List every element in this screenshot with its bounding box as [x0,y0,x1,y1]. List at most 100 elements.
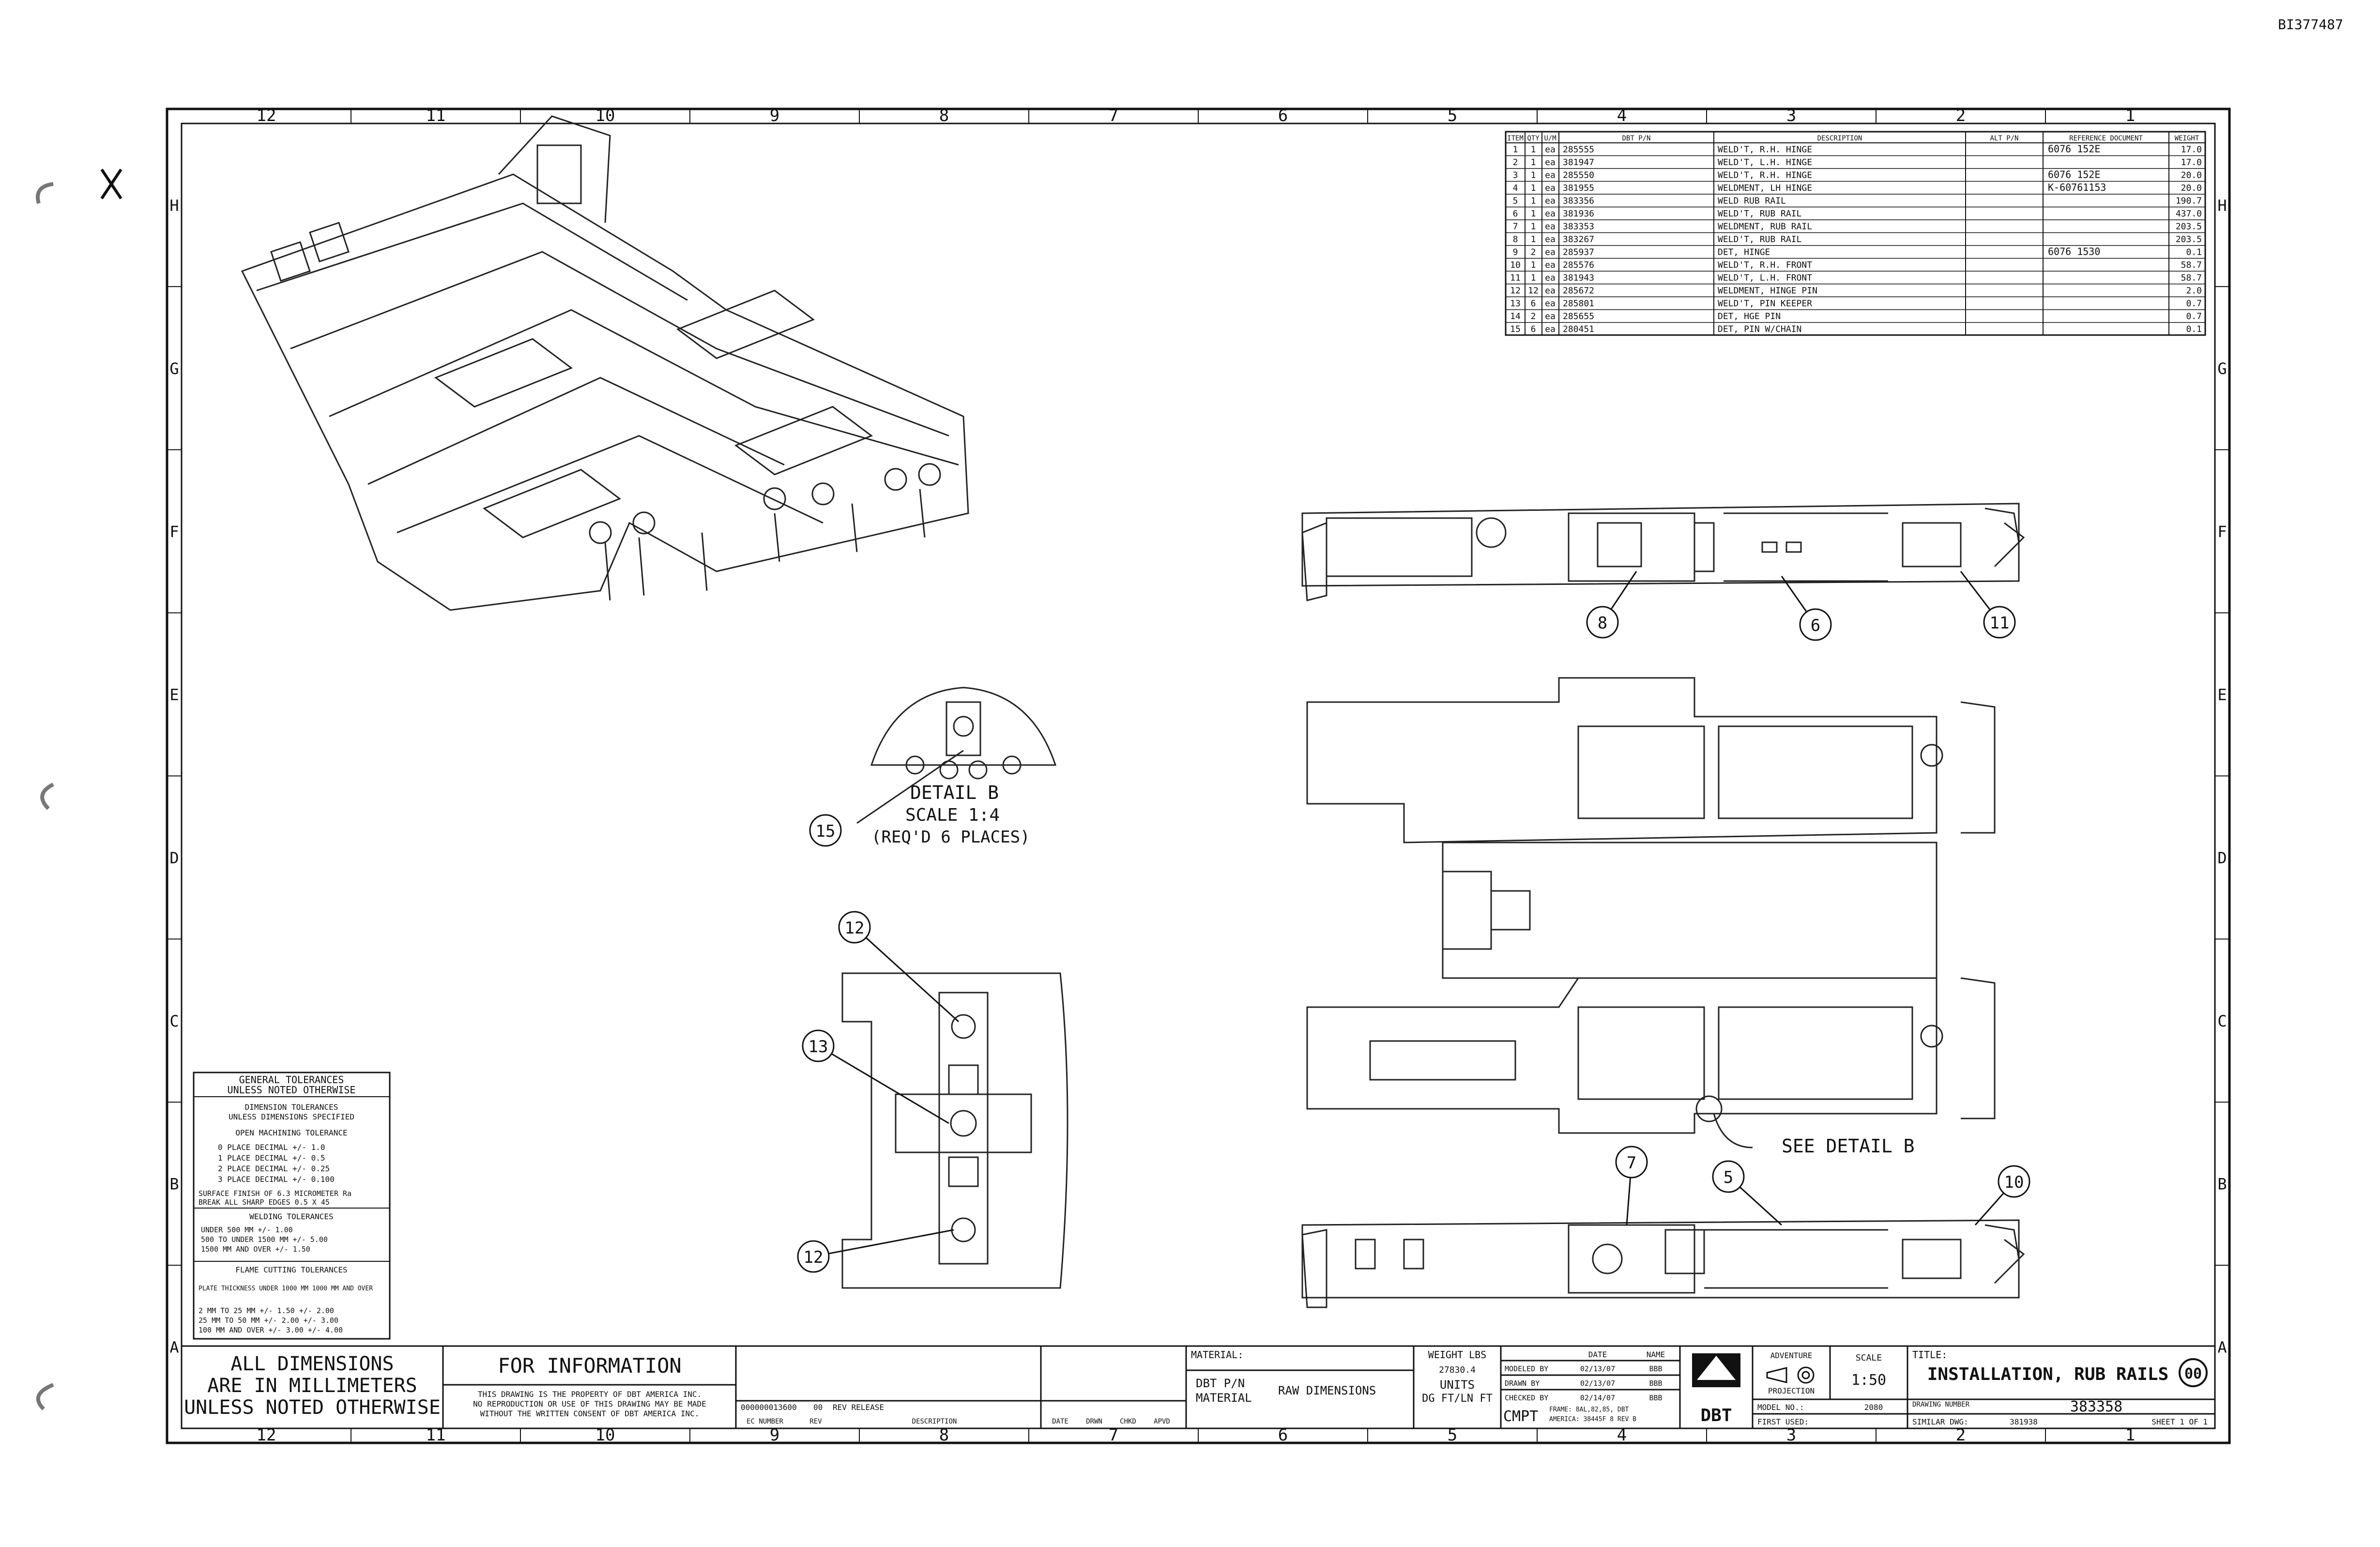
bom-description: DET, HGE PIN [1718,311,1781,322]
bom-um: ea [1545,260,1556,270]
bom-header: QTY [1527,135,1540,142]
rev-label: EC NUMBER [747,1418,783,1425]
all-dimensions-note: ARE IN MILLIMETERS [207,1375,417,1397]
balloon-number: 12 [804,1248,824,1267]
first-used-label: FIRST USED: [1757,1417,1809,1426]
zone-col-label: 8 [939,106,949,125]
bom-qty: 1 [1531,157,1536,168]
balloon-number: 13 [809,1037,828,1057]
item-balloon: 12 [797,1229,954,1273]
tolerance-break: BREAK ALL SHARP EDGES 0.5 X 45 [198,1198,330,1207]
tolerance-weld-row: 500 TO UNDER 1500 MM +/- 5.00 [201,1235,328,1244]
scale-value: 1:50 [1851,1372,1886,1389]
property-notice: NO REPRODUCTION OR USE OF THIS DRAWING M… [473,1399,706,1409]
bom-qty: 1 [1531,234,1536,245]
middle-plan-view [1306,677,1996,1149]
rev-number: 00 [813,1403,823,1412]
bom-qty: 1 [1531,222,1536,232]
tolerance-flame-row: 25 MM TO 50 MM +/- 2.00 +/- 3.00 [198,1316,338,1325]
projection-label: PROJECTION [1768,1386,1815,1395]
rev-label: REV [809,1418,822,1425]
balloon-number: 8 [1598,613,1607,633]
bom-um: ea [1545,273,1556,283]
weight-label: WEIGHT LBS [1428,1349,1486,1361]
revision-circle [2179,1358,2208,1387]
rev-label: CHKD [1120,1418,1136,1425]
bom-item: 2 [1513,157,1518,168]
bom-weight: 2.0 [2186,286,2202,296]
property-notice: THIS DRAWING IS THE PROPERTY OF DBT AMER… [478,1390,702,1399]
bom-description: WELD'T, R.H. HINGE [1718,170,1812,181]
bom-qty: 1 [1531,209,1536,219]
zone-col-label: 6 [1278,106,1288,125]
bom-item: 3 [1513,170,1518,181]
tolerance-open-row: 0 PLACE DECIMAL +/- 1.0 [218,1143,325,1152]
zone-row-label: D [2217,849,2227,867]
bom-um: ea [1545,183,1556,193]
tolerance-flame-header: PLATE THICKNESS UNDER 1000 MM 1000 MM AN… [198,1285,373,1292]
zone-col-label: 8 [939,1425,949,1445]
signature-label: CHECKED BY [1505,1394,1548,1402]
scale-label: SCALE [1856,1353,1882,1363]
bom-um: ea [1545,299,1556,309]
bom-weight: 0.1 [2186,247,2202,258]
bom-um: ea [1545,247,1556,258]
bom-item: 1 [1513,145,1518,155]
bom-part-number: 285555 [1563,145,1594,155]
bom-weight: 437.0 [2176,209,2202,219]
balloon-number: 7 [1627,1153,1636,1173]
bom-part-number: 383353 [1563,222,1594,232]
bom-header: ALT P/N [1990,135,2018,142]
zone-col-label: 3 [1786,106,1796,125]
detail-b-title: DETAIL B [910,782,999,803]
revision-value: 00 [2184,1365,2202,1382]
bom-part-number: 381955 [1563,183,1594,193]
bom-item: 12 [1510,286,1521,296]
tolerance-subtitle: DIMENSION TOLERANCES [245,1103,338,1112]
isometric-view [241,115,969,611]
balloon-number: 10 [2004,1173,2024,1192]
signature-name: BBB [1649,1394,1662,1402]
bom-qty: 6 [1531,324,1536,335]
signature-name: BBB [1649,1364,1662,1373]
drawing-number-label: DRAWING NUMBER [1912,1401,1970,1409]
bom-weight: 17.0 [2181,145,2202,155]
bom-description: WELDMENT, HINGE PIN [1718,286,1817,296]
zone-col-label: 9 [770,1425,779,1445]
bom-weight: 0.1 [2186,324,2202,335]
bom-qty: 2 [1531,311,1536,322]
top-plan-view [1301,503,2025,601]
adventure-label: ADVENTURE [1770,1351,1813,1360]
bom-um: ea [1545,286,1556,296]
bom-item: 11 [1510,273,1521,283]
tolerance-open-title: OPEN MACHINING TOLERANCE [235,1128,347,1137]
bom-reference: 6076 152E [2048,169,2100,181]
item-balloon: 12 [838,911,960,1023]
bom-part-number: 280451 [1563,324,1594,335]
frame-note: FRAME: 8AL,82,85, DBT [1549,1406,1629,1413]
see-detail-label: SEE DETAIL B [1782,1135,1915,1157]
property-notice: WITHOUT THE WRITTEN CONSENT OF DBT AMERI… [480,1409,700,1418]
bom-description: WELD'T, R.H. HINGE [1718,145,1812,155]
bom-qty: 1 [1531,260,1536,270]
projection-symbol [1766,1366,1815,1384]
rev-description: REV RELEASE [833,1403,884,1412]
bom-description: WELD'T, L.H. FRONT [1718,273,1812,283]
tolerance-title: UNLESS NOTED OTHERWISE [228,1084,356,1096]
corner-id: BI377487 [2278,16,2343,32]
item-balloon: 15 [809,814,842,847]
bom-item: 5 [1513,196,1518,206]
zone-col-label: 4 [1617,106,1627,125]
tolerance-surface: SURFACE FINISH OF 6.3 MICROMETER Ra [198,1189,351,1198]
bom-weight: 58.7 [2181,260,2202,270]
bom-qty: 1 [1531,183,1536,193]
bom-header: DESCRIPTION [1817,135,1862,142]
signature-date: 02/13/07 [1580,1364,1615,1373]
cmpt-label: CMPT [1503,1408,1538,1425]
bom-qty: 1 [1531,145,1536,155]
zone-col-label: 11 [426,106,446,125]
